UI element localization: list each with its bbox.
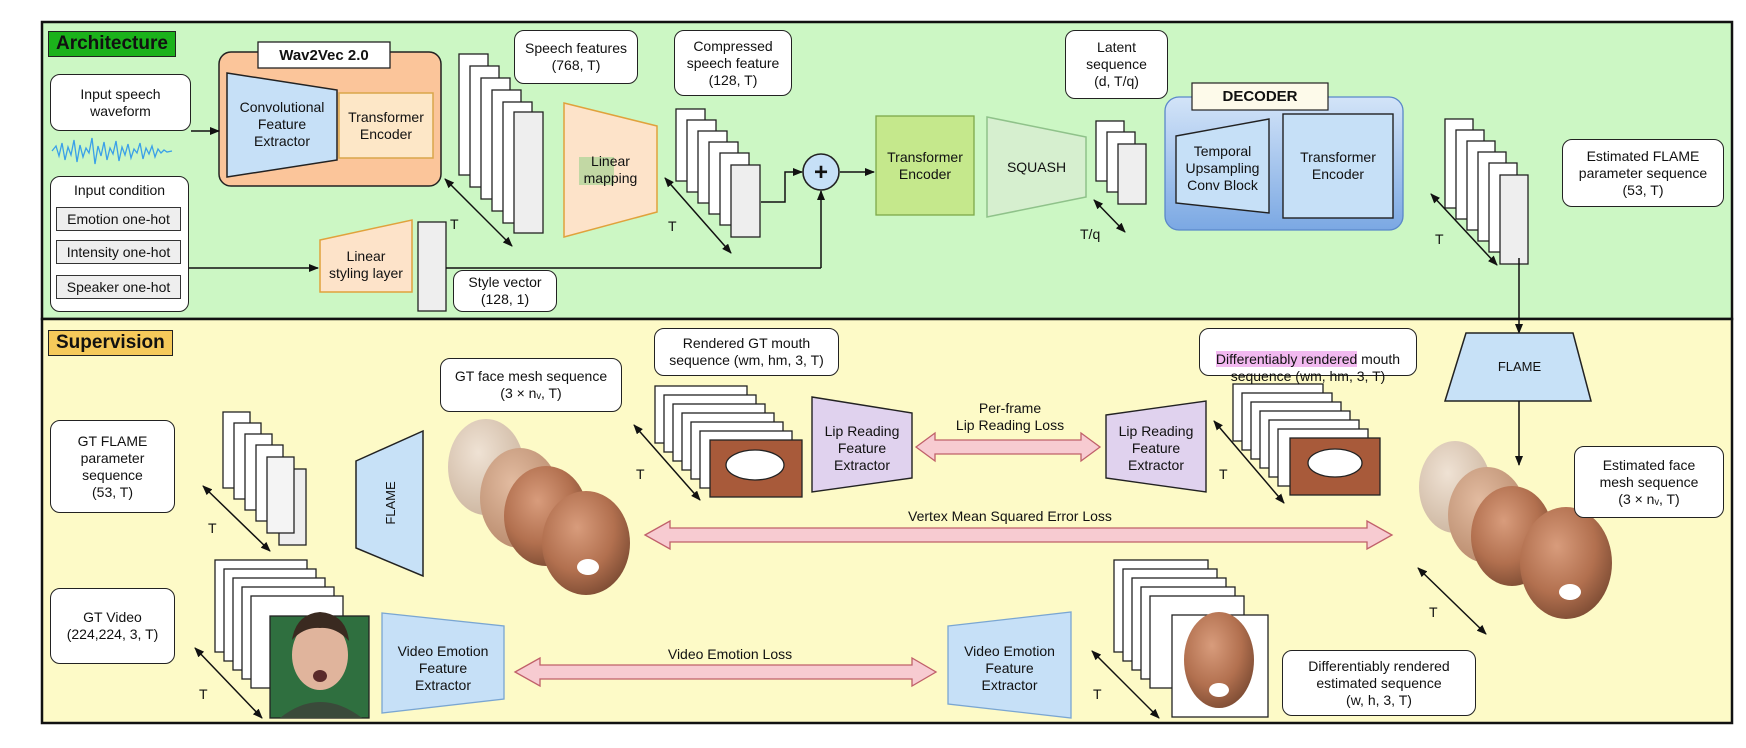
t-label-gt-param: T <box>208 520 217 536</box>
lip-reading-left-label: Lip Reading Feature Extractor <box>824 422 900 473</box>
gt-flame-param-box: GT FLAME parameter sequence (53, T) <box>50 420 175 513</box>
linear-styling-layer <box>319 219 413 293</box>
conv-feature-extractor <box>226 72 338 178</box>
transformer-encoder-c-label: Transformer Encoder <box>1300 149 1376 182</box>
t-label-gt-mouth: T <box>636 466 645 482</box>
diff-rendered-rest: mouth sequence (wm, hm, 3, T) <box>1230 351 1401 384</box>
t-label-gt-video: T <box>199 686 208 702</box>
rendered-face-icon <box>1184 612 1254 708</box>
speaker-onehot: Speaker one-hot <box>56 275 181 299</box>
latent-box: Latent sequence (d, T/q) <box>1065 30 1168 99</box>
compressed-feature-box: Compressed speech feature (128, T) <box>674 30 792 96</box>
rendered-gt-mouth-stack <box>654 385 803 498</box>
t-q-label: T/q <box>1080 226 1101 242</box>
speech-features-box: Speech features (768, T) <box>514 30 638 84</box>
squash-label: SQUASH <box>1006 158 1067 175</box>
lip-reading-extractor-left <box>811 396 913 493</box>
vertex-loss-arrow <box>643 519 1394 551</box>
t-label-est-mesh: T <box>1429 604 1438 620</box>
video-emotion-extractor-right <box>947 611 1072 719</box>
video-emotion-loss-arrow <box>513 656 938 688</box>
vertex-loss-label: Vertex Mean Squared Error Loss <box>908 507 1112 524</box>
flame-block-left <box>355 429 424 578</box>
lip-reading-extractor-right <box>1105 400 1207 493</box>
temporal-upsampling-label: Temporal Upsampling Conv Block <box>1185 142 1260 193</box>
lip-loss-label: Per-frame Lip Reading Loss <box>955 400 1065 433</box>
intensity-onehot: Intensity one-hot <box>56 240 181 264</box>
input-speech-box: Input speech waveform <box>50 74 191 131</box>
video-emotion-extractor-left <box>381 612 505 714</box>
decoder-title-box <box>1191 82 1329 111</box>
temporal-upsampling-block <box>1175 118 1270 214</box>
gt-video-box: GT Video (224,224, 3, T) <box>50 588 175 664</box>
estimated-face-mesh-box: Estimated face mesh sequence (3 × nᵥ, T) <box>1574 446 1724 518</box>
linear-mapping-label: Linear mapping <box>583 153 638 186</box>
video-emotion-right-label: Video Emotion Feature Extractor <box>964 642 1055 693</box>
linear-styling-label: Linear styling layer <box>329 248 403 281</box>
architecture-title: Architecture <box>48 31 176 57</box>
emotion-onehot: Emotion one-hot <box>56 207 181 231</box>
diff-rendered-estimated-box: Differentiably rendered estimated sequen… <box>1282 650 1476 716</box>
diff-rendered-mouth-box: Differentiably rendered mouth sequence (… <box>1199 328 1417 384</box>
gt-video-face-icon <box>280 612 362 718</box>
wav2vec-title: Wav2Vec 2.0 <box>279 46 369 64</box>
t-label-compressed: T <box>668 218 677 234</box>
supervision-title: Supervision <box>48 330 173 356</box>
flame-block-right <box>1443 332 1592 402</box>
squash-block <box>986 116 1087 218</box>
gt-face-mesh-box: GT face mesh sequence (3 × nᵥ, T) <box>440 358 622 412</box>
rendered-gt-mouth-box: Rendered GT mouth sequence (wm, hm, 3, T… <box>654 328 839 376</box>
style-vector-bar <box>417 221 447 312</box>
lip-reading-right-label: Lip Reading Feature Extractor <box>1118 422 1194 473</box>
gt-face-mesh-heads <box>448 419 630 595</box>
transformer-encoder-b-label: Transformer Encoder <box>887 149 963 182</box>
flame-left-label: FLAME <box>382 481 398 525</box>
gt-video-stack <box>214 559 370 719</box>
t-label-speech: T <box>450 216 459 232</box>
t-label-diff-mouth: T <box>1219 466 1228 482</box>
flame-right-label: FLAME <box>1497 358 1542 374</box>
sum-plus: + <box>813 158 828 186</box>
input-condition-label: Input condition <box>73 181 166 198</box>
wav2vec-title-box <box>257 41 391 69</box>
transformer-encoder-a-label: Transformer Encoder <box>348 108 424 142</box>
estimated-face-mesh-heads <box>1419 441 1612 619</box>
conv-extractor-label: Convolutional Feature Extractor <box>239 98 325 149</box>
diff-rendered-highlight: Differentiably rendered <box>1215 351 1358 367</box>
transformer-encoder-b <box>875 115 975 216</box>
transformer-encoder-c <box>1282 113 1394 219</box>
transformer-encoder-a <box>338 92 434 159</box>
video-emotion-left-label: Video Emotion Feature Extractor <box>397 642 489 693</box>
lip-loss-arrow <box>914 431 1102 463</box>
decoder-title: DECODER <box>1222 88 1298 105</box>
latent-stack <box>1095 120 1147 205</box>
style-vector-box: Style vector (128, 1) <box>453 270 557 312</box>
t-label-diff-est: T <box>1093 686 1102 702</box>
estimated-flame-param-box: Estimated FLAME parameter sequence (53, … <box>1562 139 1724 207</box>
t-label-estimated: T <box>1435 231 1444 247</box>
waveform-icon <box>51 137 173 165</box>
video-emotion-loss-label: Video Emotion Loss <box>667 645 793 662</box>
